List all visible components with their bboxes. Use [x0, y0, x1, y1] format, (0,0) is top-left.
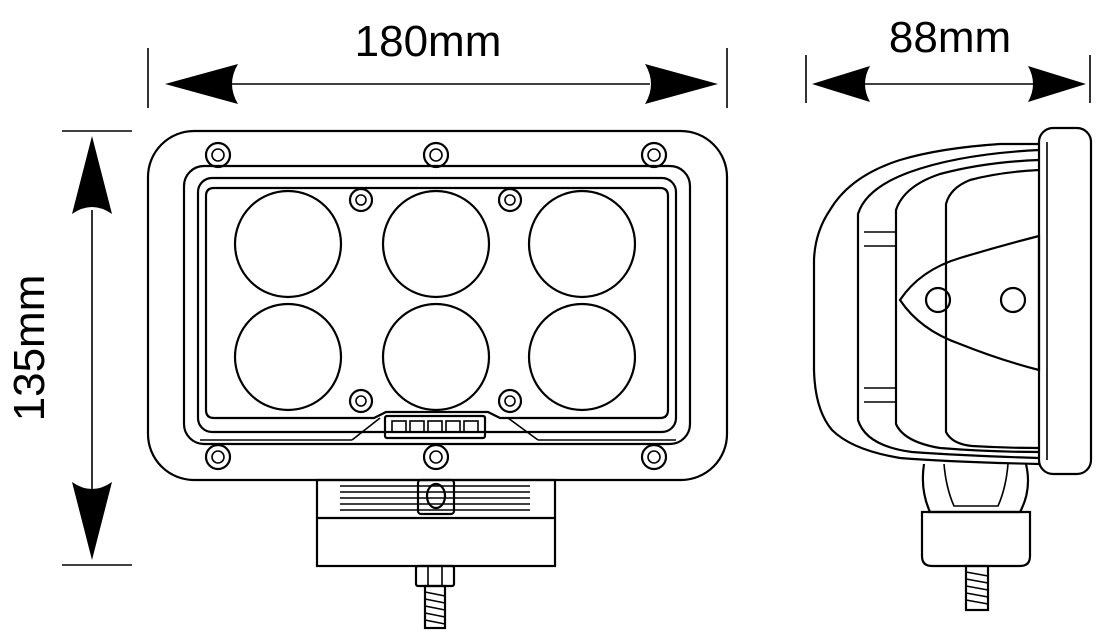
front-view — [146, 129, 729, 630]
arrow-left-icon — [812, 66, 870, 102]
lens-frame — [204, 186, 670, 420]
screw-icon — [348, 388, 374, 414]
depth-label: 88mm — [889, 13, 1011, 62]
led-lens — [233, 302, 343, 412]
screw-icon — [924, 286, 952, 314]
screw-icon — [640, 443, 668, 471]
indicator-leds — [383, 414, 487, 440]
side-housing — [812, 142, 1040, 466]
led-lens — [527, 302, 637, 412]
front-mount-bolt — [414, 564, 456, 630]
side-mount-bolt — [964, 564, 990, 612]
side-plate — [898, 234, 1041, 372]
arrow-left-icon — [165, 64, 238, 104]
arrow-right-icon — [645, 64, 718, 104]
screw-icon — [497, 187, 523, 213]
screw-icon — [497, 388, 523, 414]
screw-icon — [204, 141, 232, 169]
front-mount-bracket — [315, 478, 557, 568]
side-mount-bracket — [920, 463, 1032, 568]
screw-icon — [640, 141, 668, 169]
width-dimension: 180mm — [147, 17, 728, 108]
width-label: 180mm — [355, 17, 502, 66]
led-lens — [233, 189, 343, 299]
screw-icon — [348, 187, 374, 213]
front-housing — [146, 129, 729, 482]
arrow-right-icon — [1028, 66, 1086, 102]
height-dimension: 135mm — [5, 130, 132, 566]
screw-icon — [999, 286, 1027, 314]
depth-dimension: 88mm — [805, 13, 1091, 103]
side-view — [812, 126, 1093, 612]
screw-icon — [422, 141, 450, 169]
led-lens — [527, 189, 637, 299]
led-lenses — [233, 189, 637, 412]
screw-icon — [422, 443, 450, 471]
arrow-down-icon — [72, 482, 112, 560]
led-lens — [381, 302, 491, 412]
height-label: 135mm — [5, 275, 54, 422]
front-screws — [204, 141, 668, 471]
led-lens — [381, 189, 491, 299]
screw-icon — [204, 443, 232, 471]
arrow-up-icon — [72, 136, 112, 214]
